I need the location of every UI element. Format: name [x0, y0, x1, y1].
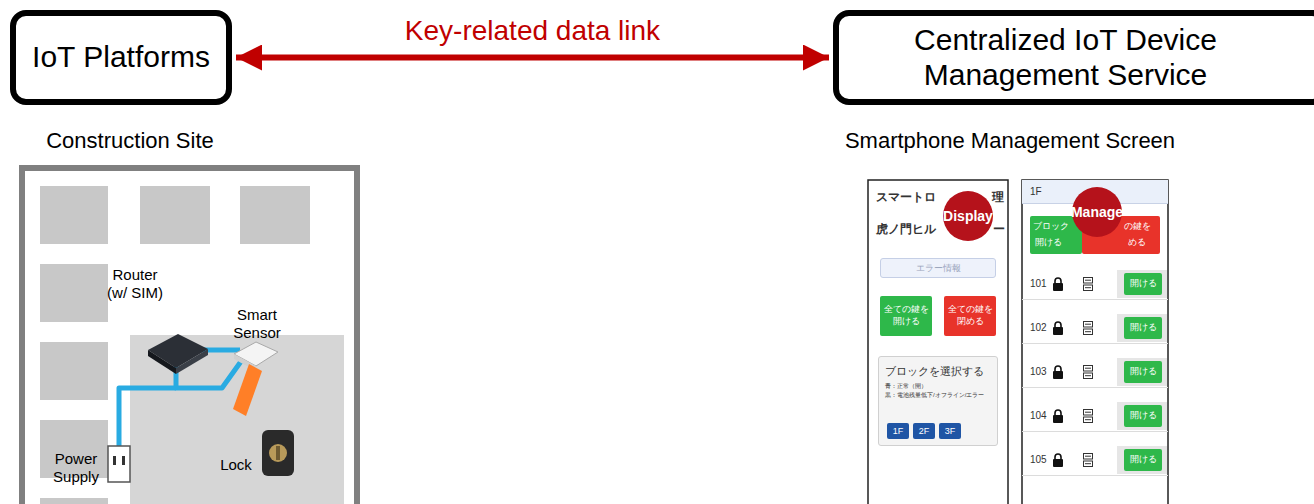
panel-note: 青：正常（開） — [885, 382, 927, 391]
unit-row: 104 開ける — [1022, 400, 1168, 432]
node-text: 全ての鍵を開ける — [882, 304, 930, 327]
open-button: 開ける — [1124, 317, 1162, 339]
floor-button: 1F — [887, 423, 909, 439]
work-area — [130, 335, 344, 504]
node-text: 開ける — [1130, 410, 1157, 422]
floor-button: 2F — [913, 423, 935, 439]
display-badge: Display — [943, 191, 993, 241]
open-button: 開ける — [1124, 405, 1162, 427]
site-plan — [22, 168, 357, 504]
screen-title: スマートロ — [876, 190, 936, 204]
unit-row: 105 開ける — [1022, 444, 1168, 476]
screen-subtitle: 虎ノ門ヒル — [876, 222, 936, 236]
node-text: Display — [943, 208, 993, 224]
service-box: Centralized IoT Device Management Servic… — [833, 10, 1314, 105]
lock-arm — [233, 364, 262, 416]
part-label: Smart Sensor — [226, 306, 288, 342]
site-caption: Construction Site — [20, 128, 240, 154]
router-icon — [148, 334, 208, 374]
node-text: Centralized IoT Device Management Servic… — [879, 23, 1252, 92]
panel-heading: ブロックを選択する — [885, 364, 984, 379]
link-label: Key-related data link — [401, 14, 664, 48]
screen-subtitle: ー — [993, 222, 1005, 236]
close-all-button: 全ての鍵を閉める — [944, 296, 996, 336]
node-text: 1F — [893, 426, 904, 436]
unit-row: 102 開ける — [1022, 312, 1168, 344]
outlet-icon — [108, 446, 130, 482]
open-button: 開ける — [1124, 449, 1162, 471]
unit-row: 101 開ける — [1022, 268, 1168, 300]
platform-box: IoT Platforms — [10, 10, 232, 105]
phone-frame — [1022, 180, 1168, 504]
error-field: エラー情報 — [880, 258, 996, 278]
node-text: 1F — [1030, 186, 1042, 197]
floor-button: 3F — [939, 423, 961, 439]
node-text: 全ての鍵を閉める — [946, 304, 994, 327]
unit-row: 103 開ける — [1022, 356, 1168, 388]
node-text: 開ける — [1130, 366, 1157, 378]
block-selector: ブロックを選択する青：正常（開）黒：電池残量低下/オフライン/エラー 1F 2F 3F — [878, 356, 998, 446]
node-text: 開ける — [1130, 322, 1157, 334]
node-text: IoT Platforms — [32, 40, 210, 75]
node-text: める — [1128, 237, 1146, 248]
phone-frame — [868, 180, 1008, 504]
node-text: 開ける — [1130, 454, 1157, 466]
phone-screens — [868, 180, 1168, 504]
site-frame — [22, 168, 357, 504]
node-text: 開ける — [1130, 278, 1157, 290]
node-text: ブロック — [1033, 221, 1069, 232]
node-text: 102 — [1030, 322, 1047, 333]
node-text: 101 — [1030, 278, 1047, 289]
open-button: 開ける — [1124, 361, 1162, 383]
node-text: 開ける — [1035, 237, 1062, 248]
part-label: Power Supply — [48, 450, 104, 486]
screen-title: 理 — [992, 190, 1004, 204]
open-all-button: 全ての鍵を開ける — [880, 296, 932, 336]
badge-circle — [943, 191, 993, 241]
node-text: エラー情報 — [916, 262, 961, 275]
sensor-icon — [234, 342, 278, 371]
node-text: の鍵を — [1124, 221, 1151, 232]
screen-caption: Smartphone Management Screen — [820, 128, 1200, 154]
manage-badge: Manage — [1072, 187, 1122, 237]
node-text: 104 — [1030, 410, 1047, 421]
node-text: 2F — [919, 426, 930, 436]
lock-icon — [262, 430, 294, 476]
part-label: Lock — [214, 456, 258, 474]
node-text: 103 — [1030, 366, 1047, 377]
part-label: Router (w/ SIM) — [102, 266, 168, 302]
node-text: 105 — [1030, 454, 1047, 465]
data-link-arrow — [236, 55, 829, 61]
open-button: 開ける — [1124, 273, 1162, 295]
node-text: Manage — [1071, 204, 1123, 220]
node-text: 3F — [945, 426, 956, 436]
panel-note: 黒：電池残量低下/オフライン/エラー — [885, 391, 984, 400]
